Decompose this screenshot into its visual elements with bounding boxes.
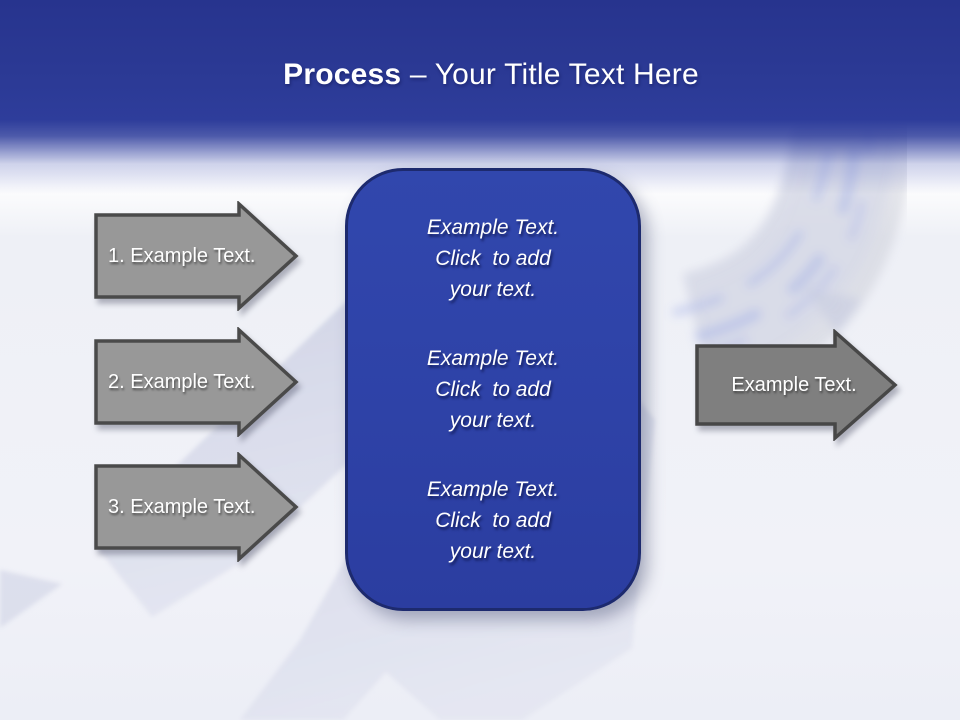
ribbon-rosette — [672, 34, 917, 395]
output-arrow[interactable]: Example Text. — [695, 329, 899, 441]
arrow-right-shape — [94, 452, 299, 562]
arrow-right-shape — [695, 329, 898, 441]
panel-text-block-1: Example Text. Click to add your text. — [426, 216, 560, 301]
center-text-panel[interactable]: Example Text. Click to add your text. Ex… — [345, 168, 641, 611]
panel-text-block-2: Example Text. Click to add your text. — [426, 347, 560, 432]
ribbon-tail-sliver — [0, 570, 62, 628]
panel-text-block-3: Example Text. Click to add your text. — [426, 478, 560, 563]
process-step-arrow-3[interactable]: 3. Example Text. — [94, 452, 300, 562]
arrow-right-shape — [94, 327, 299, 437]
process-step-arrow-2[interactable]: 2. Example Text. — [94, 327, 300, 437]
arrow-right-shape — [94, 201, 299, 311]
process-step-arrow-1[interactable]: 1. Example Text. — [94, 201, 300, 311]
